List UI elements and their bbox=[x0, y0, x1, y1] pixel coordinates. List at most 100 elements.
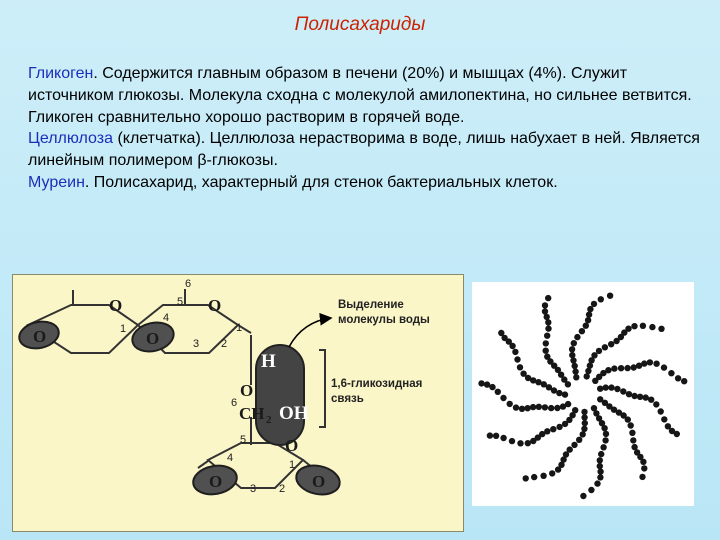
glucose-bead bbox=[597, 468, 604, 475]
glycogen-paragraph: Гликоген. Содержится главным образом в п… bbox=[28, 63, 708, 128]
hydroxyl-group: OH bbox=[279, 403, 309, 424]
water-capsule bbox=[255, 344, 305, 446]
glucose-bead bbox=[625, 325, 632, 332]
glucose-bead bbox=[534, 434, 541, 441]
glucose-bead bbox=[630, 437, 637, 444]
glucose-bead bbox=[653, 360, 660, 367]
glucose-bead bbox=[545, 325, 552, 332]
bond-label-line2: связь bbox=[331, 393, 364, 405]
cellulose-term: Целлюлоза bbox=[28, 130, 113, 148]
glucose-bead bbox=[620, 388, 627, 395]
glucose-bead bbox=[621, 329, 628, 336]
glucose-bead bbox=[522, 475, 529, 482]
water-label-line1: Выделение bbox=[338, 299, 404, 311]
glucose-bead bbox=[598, 420, 606, 427]
glucose-bead bbox=[630, 364, 637, 371]
glucose-bead bbox=[595, 415, 603, 422]
glucose-bead bbox=[505, 338, 512, 345]
glucose-bead bbox=[627, 422, 634, 429]
glucose-bead bbox=[583, 373, 590, 380]
glucose-bead bbox=[494, 388, 501, 395]
glucose-bead bbox=[566, 416, 573, 424]
methylene-subscript: 2 bbox=[266, 414, 272, 426]
glycogen-term: Гликоген bbox=[28, 65, 94, 82]
glucose-bead bbox=[548, 404, 555, 412]
glucose-bead bbox=[508, 437, 516, 445]
glucose-bead bbox=[615, 409, 623, 416]
glucose-bead bbox=[544, 332, 551, 339]
glucose-bead bbox=[524, 374, 532, 382]
carbon-number-2-bottom: 2 bbox=[279, 483, 285, 495]
glucose-bead bbox=[557, 371, 565, 378]
glucose-bead bbox=[639, 322, 647, 329]
glucose-bead bbox=[540, 381, 547, 388]
glucose-bead bbox=[601, 425, 608, 432]
methylene-group: CH bbox=[239, 404, 265, 423]
glucose-bead bbox=[608, 341, 615, 348]
glucose-bead bbox=[594, 480, 601, 487]
glucose-bead bbox=[478, 380, 485, 387]
glucose-bead bbox=[486, 432, 494, 439]
glucose-bead bbox=[633, 449, 641, 456]
carbon-number-5-bottom: 5 bbox=[240, 434, 246, 446]
glucose-bead bbox=[600, 444, 607, 451]
glucose-bead bbox=[561, 391, 569, 398]
bridge-oxygen-3: O bbox=[209, 472, 222, 491]
glucose-bead bbox=[602, 384, 609, 391]
glucose-bead bbox=[641, 465, 648, 472]
ring-oxygen-3: O bbox=[285, 436, 298, 455]
glucose-bead bbox=[593, 410, 600, 417]
glucose-bead bbox=[631, 323, 638, 330]
glucose-bead bbox=[635, 362, 643, 369]
glucose-bead bbox=[585, 311, 593, 318]
glucose-bead bbox=[516, 364, 524, 371]
glucose-bead bbox=[595, 347, 603, 355]
glucose-bead bbox=[668, 427, 676, 435]
carbon-number-3-top: 3 bbox=[193, 338, 199, 350]
glucose-bead bbox=[600, 369, 607, 377]
glucose-bead bbox=[601, 399, 609, 406]
glucose-bead bbox=[512, 404, 520, 411]
glucose-bead bbox=[674, 375, 682, 382]
glucose-bead bbox=[610, 406, 618, 413]
glucose-bead bbox=[543, 313, 550, 321]
cellulose-description: (клетчатка). Целлюлоза нерастворима в во… bbox=[28, 130, 700, 170]
glucose-bead bbox=[556, 423, 563, 431]
glucose-bead bbox=[611, 365, 618, 372]
glucose-bead bbox=[579, 431, 586, 438]
murein-description: . Полисахарид, характерный для стенок ба… bbox=[84, 173, 558, 191]
glucose-bead bbox=[681, 378, 688, 385]
glucose-bead bbox=[617, 365, 625, 372]
glucose-bead bbox=[629, 429, 636, 436]
glucose-bead bbox=[668, 370, 675, 377]
glycosidic-bond-diagram: O O O O O O O O H OH CH 2 6 5 4 3 2 1 1 … bbox=[12, 274, 464, 532]
glucose-bead bbox=[500, 434, 507, 442]
glucose-bead bbox=[530, 437, 537, 445]
bead-top-left bbox=[18, 320, 60, 350]
glucose-bead bbox=[588, 357, 595, 364]
glucose-bead bbox=[489, 383, 496, 391]
glucose-bead bbox=[535, 379, 542, 386]
carbon-number-4-top: 4 bbox=[163, 312, 169, 324]
glucose-bead bbox=[570, 357, 577, 364]
glucose-bead bbox=[514, 356, 521, 363]
glucose-bead bbox=[664, 423, 672, 430]
glucose-bead bbox=[591, 352, 598, 359]
glucose-bead bbox=[560, 456, 567, 463]
cellulose-paragraph: Целлюлоза (клетчатка). Целлюлоза нераств… bbox=[28, 128, 708, 172]
glucose-bead bbox=[661, 416, 668, 423]
glucose-bead bbox=[673, 430, 680, 438]
glucose-bead bbox=[506, 400, 513, 408]
glucose-bead bbox=[531, 473, 538, 481]
glucose-bead bbox=[597, 296, 604, 303]
glucose-bead bbox=[562, 451, 570, 458]
glucose-bead bbox=[512, 348, 519, 356]
glucose-bead bbox=[641, 360, 648, 367]
glucose-bead bbox=[535, 403, 542, 410]
carbon-number-6-mid: 6 bbox=[231, 397, 237, 409]
glucose-bead bbox=[631, 443, 638, 451]
glucose-bead bbox=[574, 333, 581, 341]
bead-bottom-right bbox=[295, 464, 341, 496]
glucose-bead bbox=[483, 381, 491, 388]
glucose-bead bbox=[559, 403, 567, 410]
